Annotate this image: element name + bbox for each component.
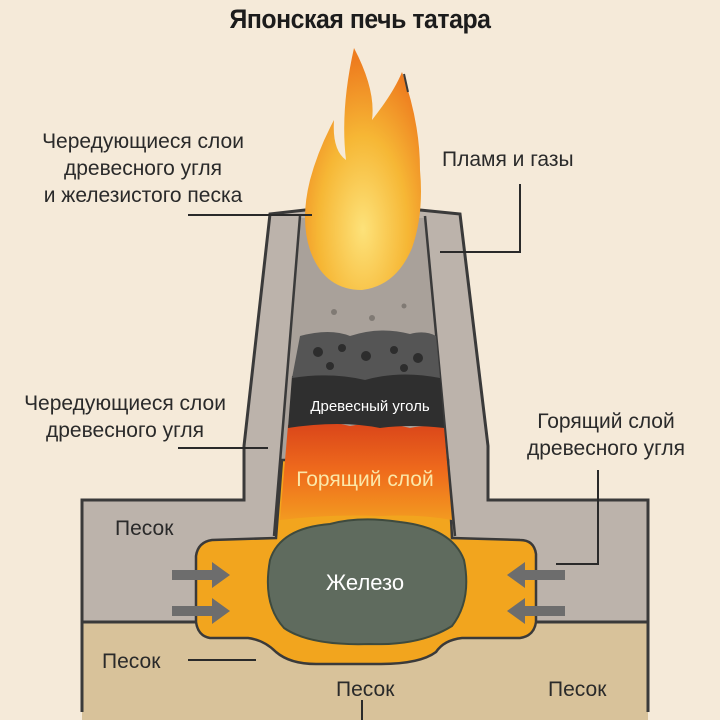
leader-lines	[178, 184, 599, 720]
flame	[305, 48, 421, 290]
label-alternating-layers-sand: Чередующиеся слои древесного угля и желе…	[42, 130, 244, 207]
label-sand-bottom-right: Песок	[548, 678, 607, 701]
sand-inflow-arrows	[172, 562, 565, 624]
label-alternating-layers-charcoal: Чередующиеся слои древесного угля	[24, 392, 226, 442]
label-charcoal: Древесный уголь	[310, 398, 430, 415]
label-iron: Железо	[325, 570, 405, 595]
label-burning-charcoal-layer: Горящий слой древесного угля	[526, 410, 686, 460]
label-burning-layer: Горящий слой	[296, 468, 434, 491]
label-sand-inflow: Песок	[115, 517, 174, 540]
label-sand-ground: Песок	[102, 650, 161, 673]
burning-layer	[280, 421, 452, 520]
iron-bloom	[266, 518, 468, 646]
label-flame-gases: Пламя и газы	[442, 148, 574, 171]
charcoal-lumps	[313, 344, 423, 372]
sand-specks	[331, 303, 407, 321]
charcoal-layer	[288, 373, 444, 428]
page-title: Японская печь татара	[229, 4, 491, 34]
label-sand-bottom: Песок	[336, 678, 395, 701]
